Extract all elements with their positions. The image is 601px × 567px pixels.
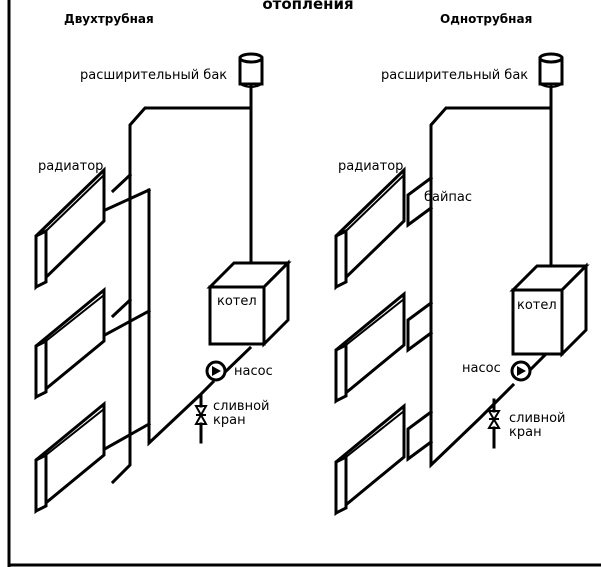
pump-icon-left — [205, 360, 227, 382]
pump-icon-right — [510, 360, 532, 382]
radiator-label-left: радиатор — [38, 159, 103, 174]
radiator-icon-right-3 — [334, 402, 406, 517]
two-pipe-subtitle: Двухтрубная — [64, 12, 154, 26]
expansion-tank-label-right: расширительный бак — [381, 68, 528, 83]
return-branch-left-2 — [100, 308, 152, 339]
drain-label-left-1: сливной — [213, 399, 269, 414]
drain-label-left-2: кран — [213, 413, 246, 428]
return-branch-left-3 — [100, 421, 152, 453]
expansion-tank-label: расширительный бак — [80, 68, 227, 83]
pump-label-right: насос — [462, 361, 501, 376]
one-pipe-system: Однотрубная расширительный бак — [334, 12, 590, 517]
pump-label-left: насос — [234, 364, 273, 379]
supply-branch-left-1 — [110, 172, 133, 194]
boiler-icon-right — [509, 262, 590, 358]
diagram-title: отопления — [262, 0, 353, 13]
radiator-icon-left-3 — [34, 400, 106, 515]
drain-label-right-2: кран — [509, 425, 542, 440]
boiler-pump-line-left — [219, 345, 253, 378]
radiator-label-right: радиатор — [338, 159, 403, 174]
return-riser-left — [147, 188, 216, 447]
drain-valve-icon-right — [487, 398, 501, 449]
expansion-tank-icon-right — [538, 52, 564, 88]
return-branch-left-1 — [101, 188, 151, 213]
expansion-tank-icon — [238, 52, 264, 88]
drain-valve-icon-left — [194, 394, 208, 444]
radiator-icon-right-2 — [334, 290, 406, 405]
supply-branch-left-2 — [110, 297, 133, 319]
boiler-label-right: котел — [517, 298, 557, 313]
boiler-label-left: котел — [217, 294, 257, 309]
bypass-connections — [406, 175, 434, 462]
two-pipe-system: Двухтрубная расширительный бак — [34, 12, 292, 515]
drain-label-right-1: сливной — [509, 411, 565, 426]
one-pipe-subtitle: Однотрубная — [440, 12, 532, 26]
radiator-icon-right-1 — [334, 166, 406, 291]
bypass-label: байпас — [424, 190, 472, 205]
radiator-icon-left-2 — [34, 286, 106, 401]
radiator-icon-left-1 — [34, 166, 106, 291]
boiler-icon-left — [206, 259, 292, 348]
